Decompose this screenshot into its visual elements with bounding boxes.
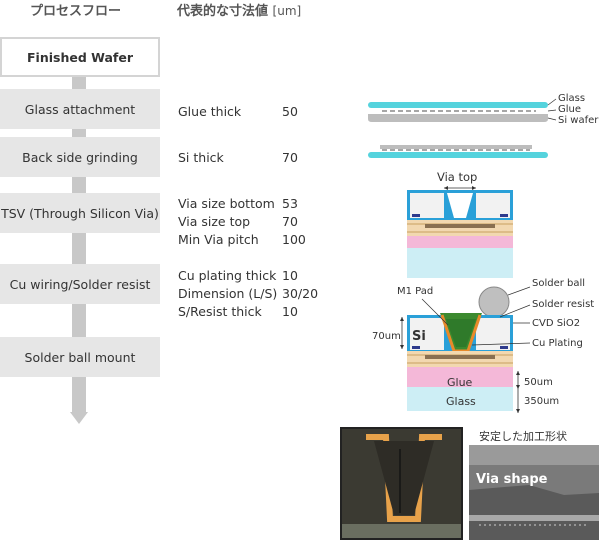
- flow-arrow-head: [70, 412, 88, 424]
- spec-dimension-value: 30/20: [282, 286, 319, 301]
- label-m1-pad: M1 Pad: [397, 286, 434, 297]
- dimensions-title: 代表的な寸法値: [177, 4, 269, 19]
- spec-cu-plating-name: Cu plating thick: [178, 268, 277, 283]
- label-solder-resist: Solder resist: [532, 299, 595, 310]
- label-glass-layer: Glass: [446, 395, 476, 408]
- spec-glue-thick-value: 50: [282, 104, 298, 119]
- final-leader-lines: [421, 286, 531, 413]
- step-glass-attachment: Glass attachment: [0, 89, 160, 129]
- glass-layer: [368, 102, 548, 108]
- grinding-diagram: [368, 145, 548, 158]
- label-350um: 350um: [524, 396, 560, 407]
- dimensions-header: 代表的な寸法値 [um]: [177, 0, 301, 19]
- label-cu-plating: Cu Plating: [532, 338, 583, 349]
- label-si: Si: [412, 329, 426, 344]
- label-70um: 70um: [372, 331, 401, 342]
- spec-glue-thick-name: Glue thick: [178, 104, 242, 119]
- step-solder-ball-mount: Solder ball mount: [0, 337, 160, 377]
- spec-via-pitch-name: Min Via pitch: [178, 232, 259, 247]
- spec-via-top-value: 70: [282, 214, 298, 229]
- label-via-top: Via top: [437, 170, 478, 184]
- spec-si-thick-value: 70: [282, 150, 298, 165]
- si-wafer-layer: [368, 114, 548, 122]
- spec-via-pitch-value: 100: [282, 232, 306, 247]
- via-shape-photo: [469, 445, 599, 540]
- label-glass: Glass: [558, 93, 586, 104]
- label-glue: Glue: [558, 104, 582, 115]
- spec-dimension-name: Dimension (L/S): [178, 286, 278, 301]
- spec-via-bottom-value: 53: [282, 196, 298, 211]
- final-glue-layer: [407, 367, 513, 387]
- spec-via-bottom-name: Via size bottom: [178, 196, 275, 211]
- process-flow-header: プロセスフロー: [30, 4, 122, 19]
- label-50um: 50um: [524, 377, 553, 388]
- step-tsv: TSV (Through Silicon Via): [0, 193, 160, 233]
- dimensions-unit: [um]: [272, 4, 302, 18]
- via-shape-drawing: [469, 445, 599, 540]
- tsv-glass: [407, 248, 513, 278]
- via-photo-drawing: [342, 429, 461, 538]
- label-si-wafer: Si wafer: [558, 115, 599, 126]
- glass-carrier: [368, 152, 548, 158]
- final-cross-section-diagram: [400, 286, 513, 411]
- si-left: [410, 193, 444, 218]
- tsv-diagram: [407, 186, 513, 278]
- spec-resist-thick-name: S/Resist thick: [178, 304, 262, 319]
- via-hole: [447, 193, 473, 218]
- spec-si-thick-name: Si thick: [178, 150, 224, 165]
- label-solder-ball: Solder ball: [532, 278, 586, 289]
- stable-shape-caption: 安定した加工形状: [479, 430, 567, 443]
- label-cvd-sio2: CVD SiO2: [532, 318, 581, 329]
- final-glass-layer: [407, 387, 513, 411]
- spec-cu-plating-value: 10: [282, 268, 298, 283]
- label-glue-layer: Glue: [447, 376, 473, 389]
- spec-via-top-name: Via size top: [178, 214, 251, 229]
- thin-si-layer: [380, 145, 532, 149]
- step-back-side-grinding: Back side grinding: [0, 137, 160, 177]
- step-cu-wiring: Cu wiring/Solder resist: [0, 264, 160, 304]
- via-shape-label: Via shape: [476, 472, 548, 487]
- glass-attachment-diagram: [368, 98, 557, 122]
- spec-resist-thick-value: 10: [282, 304, 298, 319]
- via-cross-section-photo: [340, 427, 463, 540]
- si-right: [476, 193, 510, 218]
- tsv-glue: [407, 236, 513, 248]
- step-finished-wafer: Finished Wafer: [0, 37, 160, 77]
- si-block: [410, 318, 444, 350]
